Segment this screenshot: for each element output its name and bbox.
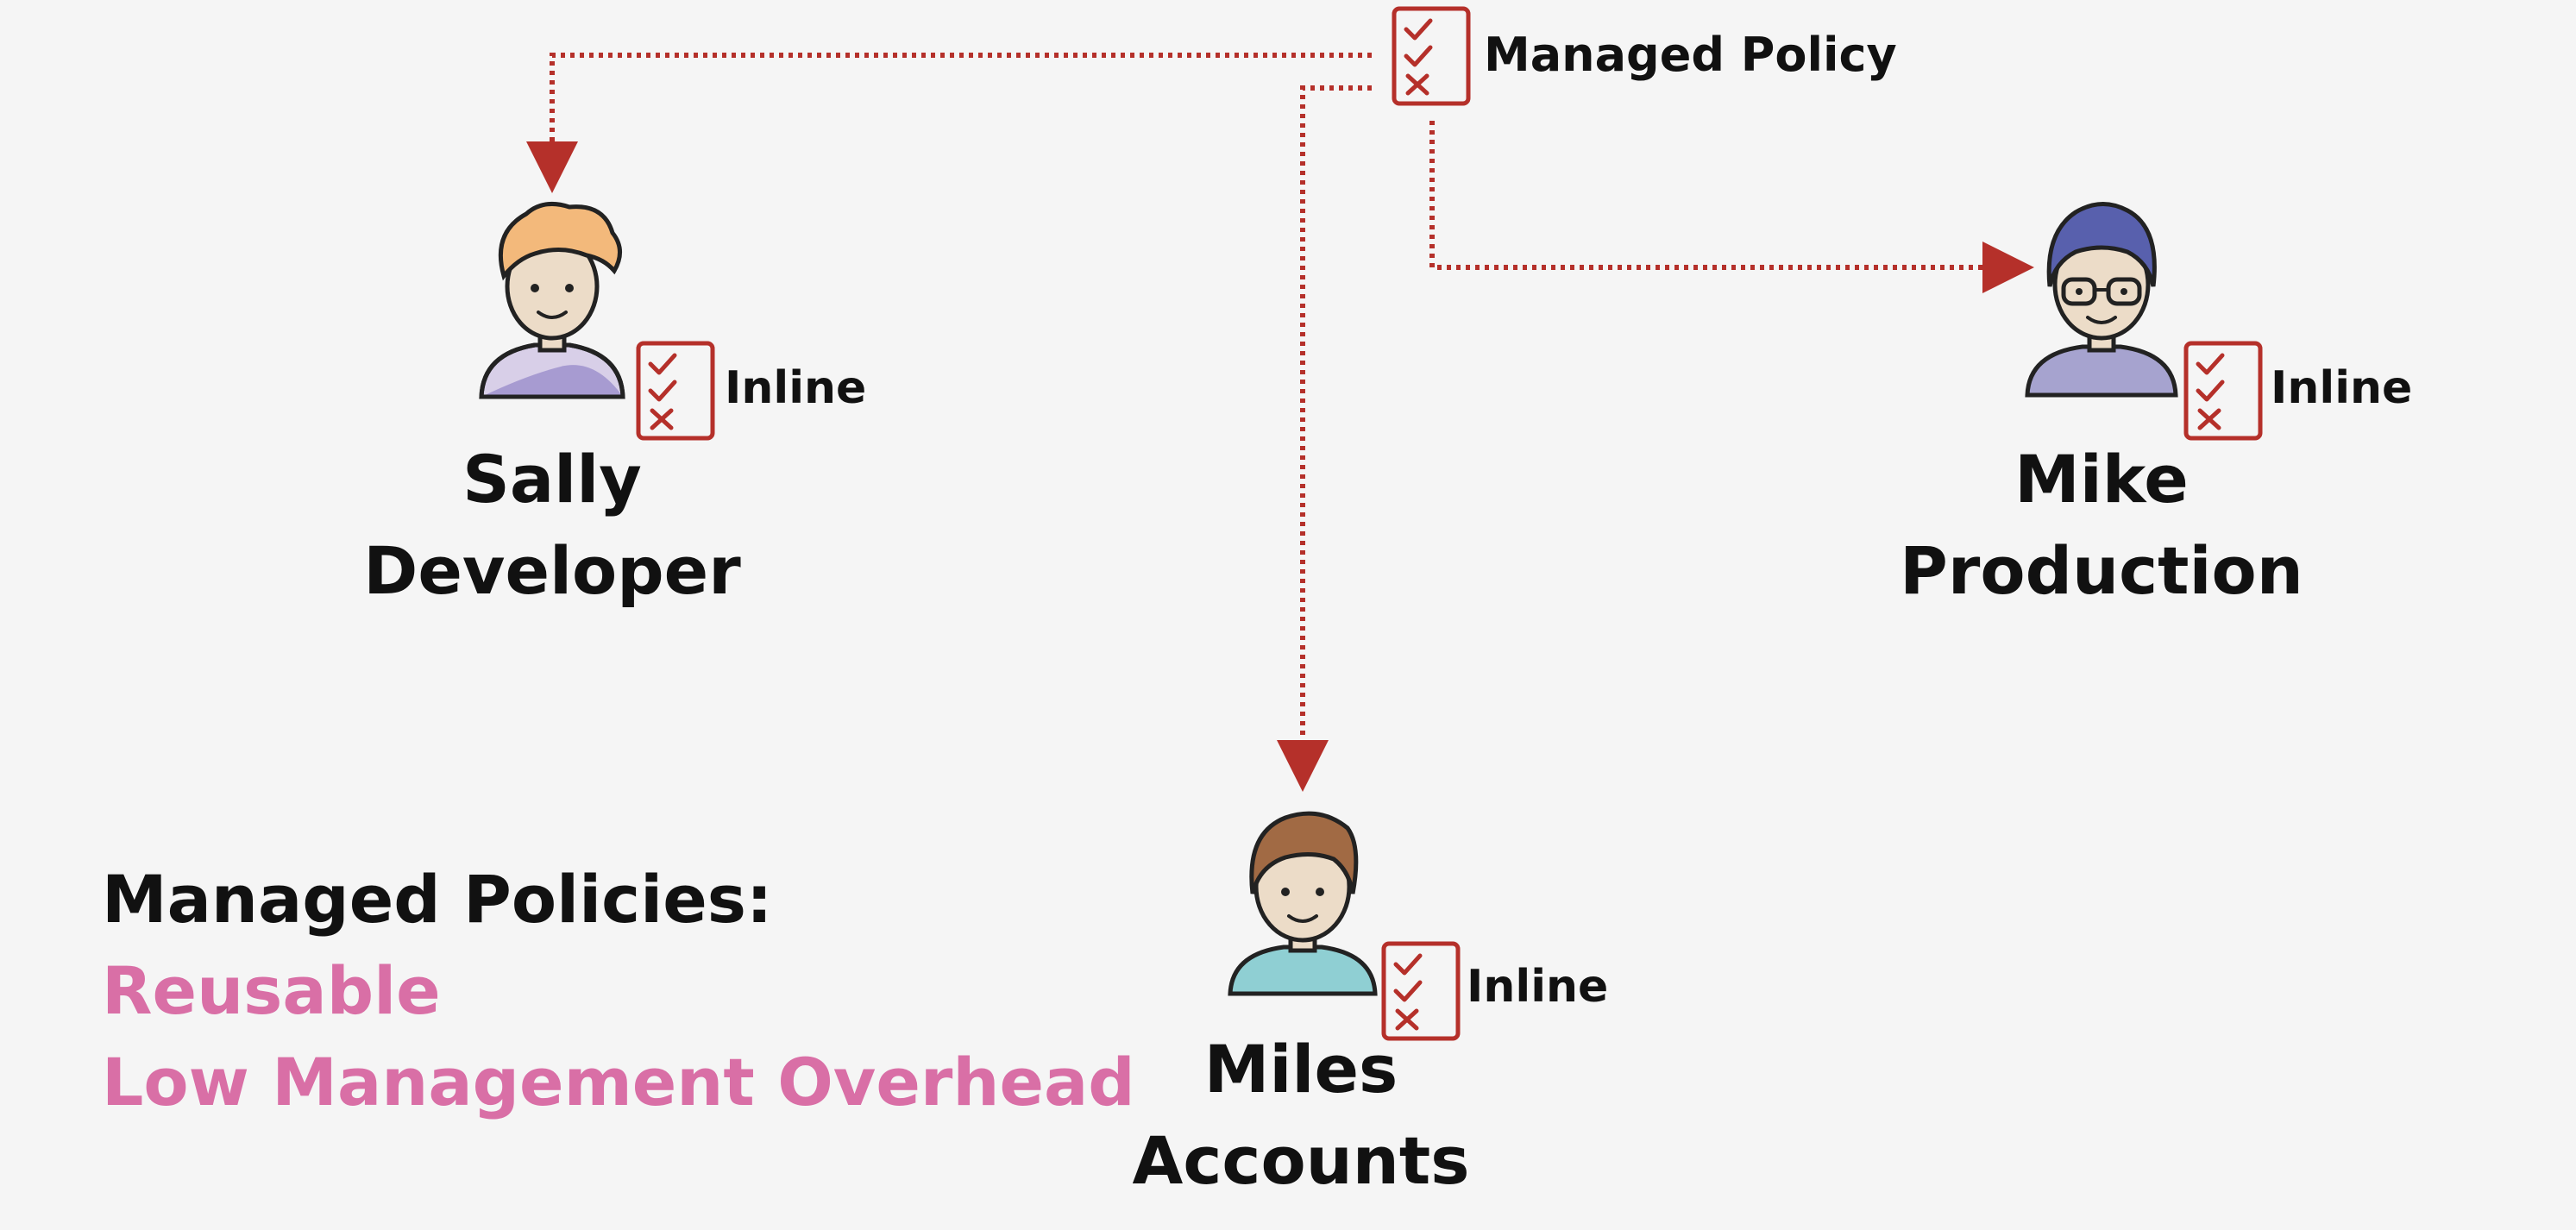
glasses-avatar-icon [2025,201,2178,398]
arrow-to-miles [1277,85,1372,792]
managed-policy-checklist-icon [1394,9,1468,104]
sally-role: Developer [363,532,741,609]
mike-inline-checklist-icon [2186,343,2260,438]
mike-inline-label: Inline [2271,362,2413,414]
managed-policy-connectors [526,53,2034,792]
miles-role: Accounts [1132,1122,1470,1199]
sally-first-name: Sally [462,441,642,518]
curly-hair-avatar-icon [479,201,625,399]
brown-hair-avatar-icon [1228,811,1378,996]
mike-first-name: Mike [2014,441,2189,518]
sally-inline-label: Inline [725,362,867,414]
miles-inline-label: Inline [1467,961,1609,1013]
note-point-overhead: Low Management Overhead [102,1044,1135,1120]
managed-policy-label: Managed Policy [1484,28,1897,82]
sally-inline-checklist-icon [638,343,713,438]
sally-name-label: Sally Developer [363,434,740,617]
note-heading: Managed Policies: [102,861,773,938]
mike-name-label: Mike Production [1900,434,2303,617]
arrow-to-mike [1429,121,2034,293]
note-point-reusable: Reusable [102,952,441,1029]
managed-policies-note: Managed Policies: Reusable Low Managemen… [102,854,1135,1128]
mike-role: Production [1900,532,2303,609]
miles-first-name: Miles [1203,1031,1398,1108]
miles-name-label: Miles Accounts [1133,1024,1470,1207]
arrow-to-sally [526,53,1372,193]
